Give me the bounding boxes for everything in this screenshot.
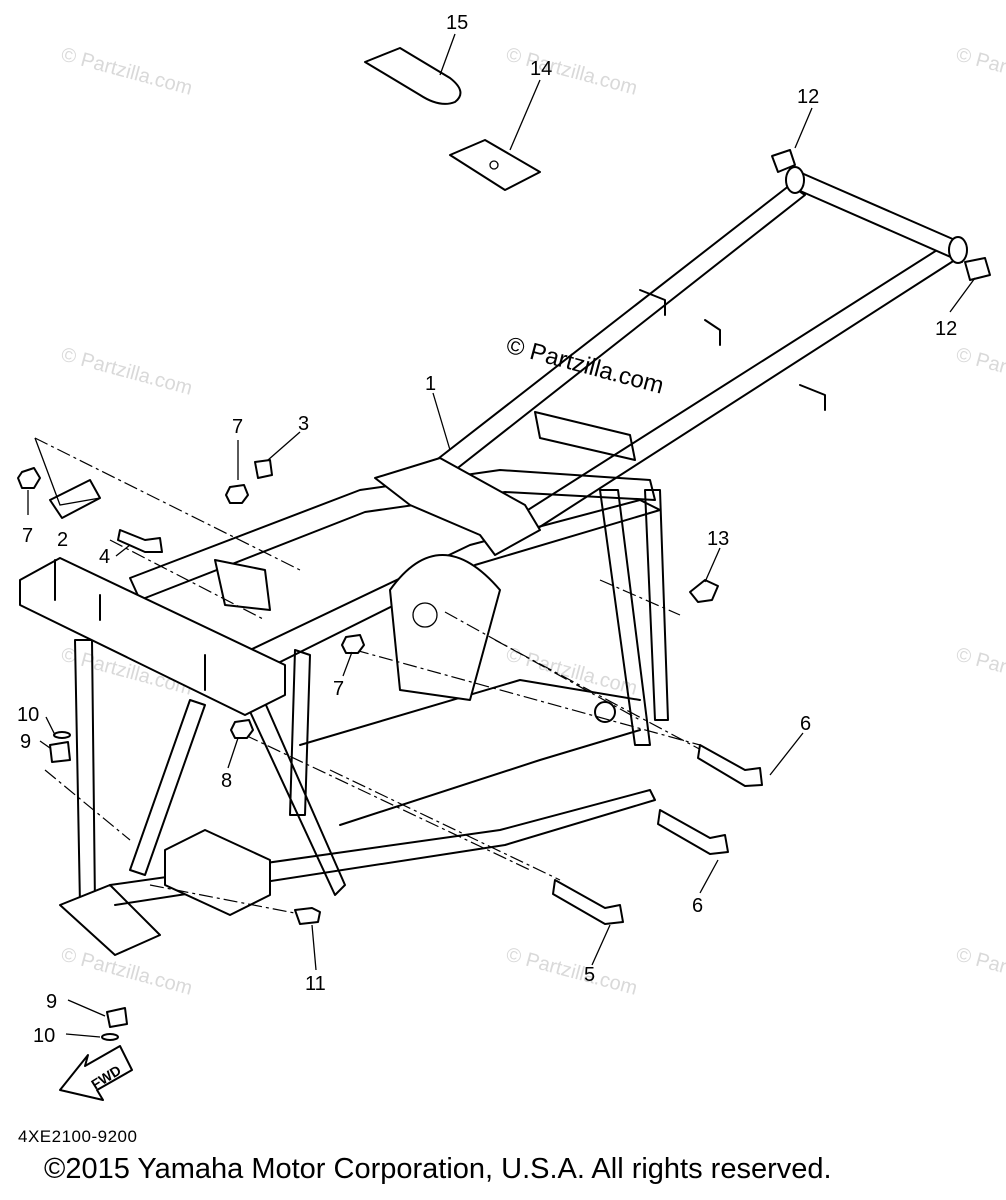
washer-part (53, 731, 71, 739)
frame (19, 166, 968, 956)
screw-part (294, 907, 321, 925)
bolt-part (697, 744, 763, 787)
callout-number: 10 (17, 704, 39, 726)
callout-number: 4 (99, 546, 110, 568)
callout-number: 2 (57, 529, 68, 551)
pad-part (364, 47, 462, 105)
cap-part (964, 257, 991, 281)
callout-number: 6 (692, 895, 703, 917)
washer-part (101, 1033, 119, 1041)
nut-part (230, 719, 254, 739)
watermark: © Partzilla.com (504, 44, 640, 100)
watermark: © Partzilla.com (954, 344, 1006, 400)
bolt-part (254, 459, 273, 479)
nut-part (225, 484, 249, 504)
callout-number: 9 (20, 731, 31, 753)
callout-number: 3 (298, 413, 309, 435)
leader-lines (34, 437, 721, 916)
watermark: © Partzilla.com (954, 44, 1006, 100)
nut-part (341, 634, 365, 654)
callout-number: 5 (584, 964, 595, 986)
watermark: © Partzilla.com (59, 344, 195, 400)
callout-number: 7 (333, 678, 344, 700)
callout-number: 6 (800, 713, 811, 735)
callout-pointers (27, 33, 976, 1038)
grommet-part (106, 1007, 128, 1028)
bolt-part (117, 529, 163, 553)
callout-number: 7 (22, 525, 33, 547)
callout-number: 10 (33, 1025, 55, 1047)
watermark: © Partzilla.com (954, 644, 1006, 700)
callout-number: 1 (425, 373, 436, 395)
watermark: © Partzilla.com (59, 44, 195, 100)
small-parts (17, 47, 991, 1101)
diagram-part-number: 4XE2100-9200 (18, 1127, 138, 1146)
copyright-notice: ©2015 Yamaha Motor Corporation, U.S.A. A… (44, 1153, 832, 1185)
callout-number: 13 (707, 528, 729, 550)
cap-part (771, 149, 796, 173)
bolt-part (552, 879, 624, 925)
grommet-part (49, 741, 71, 763)
watermark: © Partzilla.com (59, 944, 195, 1000)
callout-number: 14 (530, 58, 552, 80)
fwd-arrow (59, 1045, 133, 1101)
watermark: © Partzilla.com (504, 944, 640, 1000)
callout-number: 12 (797, 86, 819, 108)
watermark: © Partzilla.com (954, 944, 1006, 1000)
watermark: © Partzilla.com (504, 644, 640, 700)
bolt-part (657, 809, 729, 855)
plate-part (449, 139, 541, 191)
callout-number: 9 (46, 991, 57, 1013)
callout-number: 12 (935, 318, 957, 340)
callout-number: 11 (305, 973, 326, 995)
callout-number: 7 (232, 416, 243, 438)
clip-part (689, 579, 719, 603)
nut-part (17, 467, 41, 489)
callout-number: 15 (446, 12, 468, 34)
callout-number: 8 (221, 770, 232, 792)
